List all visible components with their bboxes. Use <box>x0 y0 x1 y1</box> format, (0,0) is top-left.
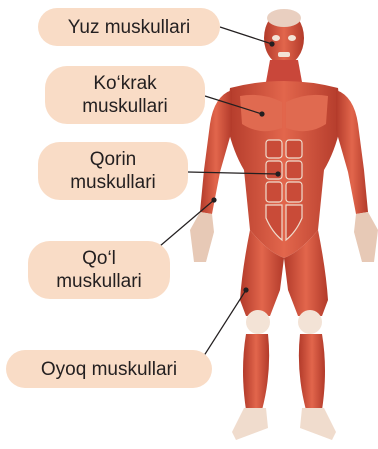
label-abdominal-muscles: Qorin muskullari <box>38 142 188 200</box>
label-chest-line1: Ko‘krak <box>82 72 168 95</box>
label-chest-line2: muskullari <box>82 95 168 118</box>
label-leg-text: Oyoq muskullari <box>41 358 177 381</box>
label-face-text: Yuz muskullari <box>68 16 191 39</box>
right-leg <box>284 230 336 440</box>
label-leg-muscles: Oyoq muskullari <box>6 350 212 388</box>
label-arm-line2: muskullari <box>56 270 142 293</box>
label-abs-line1: Qorin <box>70 148 156 171</box>
right-arm <box>336 90 378 262</box>
label-face-muscles: Yuz muskullari <box>38 8 220 46</box>
leader-line-leg <box>200 290 246 362</box>
label-chest-muscles: Ko‘krak muskullari <box>45 66 205 124</box>
neck <box>266 60 302 82</box>
left-leg <box>232 230 284 440</box>
label-arm-line1: Qo‘l <box>56 247 142 270</box>
label-abs-line2: muskullari <box>70 171 156 194</box>
label-arm-muscles: Qo‘l muskullari <box>28 241 170 299</box>
head <box>264 9 304 65</box>
